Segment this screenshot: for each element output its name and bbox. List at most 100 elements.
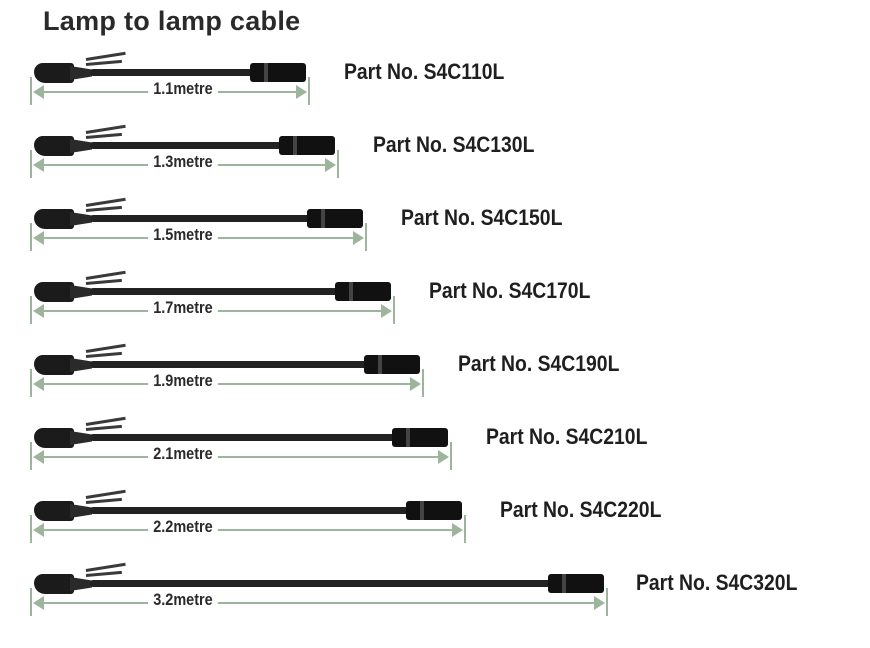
- dimension-tick: [393, 296, 395, 324]
- dimension-line: [40, 456, 440, 458]
- socket-ring: [562, 574, 566, 593]
- cable-illustration: [30, 562, 606, 605]
- arrow-right-icon: [452, 523, 463, 537]
- dimension-tick: [30, 515, 32, 543]
- cable-row: 2.1metre Part No. S4C210L: [0, 416, 870, 491]
- cable-illustration: [30, 51, 308, 94]
- dimension-tick: [337, 150, 339, 178]
- cable-row: 3.2metre Part No. S4C320L: [0, 562, 870, 637]
- arrow-left-icon: [33, 231, 44, 245]
- cable-length-label: 1.3metre: [148, 152, 218, 172]
- cable-row: 1.5metre Part No. S4C150L: [0, 197, 870, 272]
- arrow-right-icon: [438, 450, 449, 464]
- plug-connector: [34, 63, 74, 83]
- cable-illustration: [30, 489, 464, 532]
- cable-row: 2.2metre Part No. S4C220L: [0, 489, 870, 564]
- socket-ring: [349, 282, 353, 301]
- arrow-right-icon: [594, 596, 605, 610]
- cable-wire: [90, 434, 400, 441]
- cable-illustration: [30, 270, 393, 313]
- socket-ring: [420, 501, 424, 520]
- dimension-indicator: 2.1metre: [30, 442, 454, 472]
- part-number-label: Part No. S4C170L: [429, 278, 591, 303]
- dimension-indicator: 1.5metre: [30, 223, 369, 253]
- arrow-left-icon: [33, 304, 44, 318]
- dimension-tick: [30, 223, 32, 251]
- part-number-label: Part No. S4C220L: [500, 497, 662, 522]
- socket-ring: [264, 63, 268, 82]
- dimension-tick: [30, 296, 32, 324]
- dimension-tick: [606, 588, 608, 616]
- cable-illustration: [30, 416, 450, 459]
- plug-neck: [70, 431, 92, 445]
- cable-row: 1.7metre Part No. S4C170L: [0, 270, 870, 345]
- arrow-left-icon: [33, 450, 44, 464]
- dimension-indicator: 1.7metre: [30, 296, 397, 326]
- part-number-label: Part No. S4C210L: [486, 424, 648, 449]
- cable-row: 1.9metre Part No. S4C190L: [0, 343, 870, 418]
- cable-row: 1.1metre Part No. S4C110L: [0, 51, 870, 126]
- plug-prong: [85, 205, 122, 212]
- plug-neck: [70, 66, 92, 80]
- dimension-line: [40, 383, 412, 385]
- arrow-right-icon: [325, 158, 336, 172]
- dimension-tick: [30, 588, 32, 616]
- cable-length-label: 2.2metre: [148, 517, 218, 537]
- cable-wire: [90, 507, 414, 514]
- cable-wire: [90, 288, 343, 295]
- cable-length-label: 1.5metre: [148, 225, 218, 245]
- cable-wire: [90, 69, 258, 76]
- socket-ring: [406, 428, 410, 447]
- plug-connector: [34, 136, 74, 156]
- dimension-tick: [464, 515, 466, 543]
- plug-connector: [34, 428, 74, 448]
- plug-prong: [85, 351, 122, 358]
- dimension-indicator: 3.2metre: [30, 588, 610, 618]
- plug-neck: [70, 212, 92, 226]
- socket-ring: [321, 209, 325, 228]
- plug-connector: [34, 574, 74, 594]
- plug-connector: [34, 282, 74, 302]
- arrow-left-icon: [33, 523, 44, 537]
- cable-wire: [90, 142, 287, 149]
- cable-row: 1.3metre Part No. S4C130L: [0, 124, 870, 199]
- plug-prong: [85, 570, 122, 577]
- arrow-left-icon: [33, 377, 44, 391]
- cable-wire: [90, 215, 315, 222]
- cable-length-label: 1.7metre: [148, 298, 218, 318]
- dimension-indicator: 1.1metre: [30, 77, 312, 107]
- plug-neck: [70, 358, 92, 372]
- dimension-indicator: 1.3metre: [30, 150, 341, 180]
- cable-illustration: [30, 124, 337, 167]
- plug-connector: [34, 355, 74, 375]
- part-number-label: Part No. S4C190L: [458, 351, 620, 376]
- dimension-line: [40, 602, 596, 604]
- cable-length-label: 1.9metre: [148, 371, 218, 391]
- dimension-tick: [30, 369, 32, 397]
- dimension-tick: [365, 223, 367, 251]
- dimension-tick: [422, 369, 424, 397]
- cable-length-label: 2.1metre: [148, 444, 218, 464]
- arrow-left-icon: [33, 158, 44, 172]
- arrow-left-icon: [33, 85, 44, 99]
- arrow-right-icon: [296, 85, 307, 99]
- dimension-indicator: 1.9metre: [30, 369, 426, 399]
- plug-prong: [85, 424, 122, 431]
- cable-wire: [90, 361, 372, 368]
- plug-prong: [85, 59, 122, 66]
- dimension-tick: [30, 442, 32, 470]
- dimension-tick: [30, 150, 32, 178]
- plug-neck: [70, 504, 92, 518]
- cable-illustration: [30, 197, 365, 240]
- plug-prong: [85, 497, 122, 504]
- plug-neck: [70, 139, 92, 153]
- socket-ring: [293, 136, 297, 155]
- dimension-indicator: 2.2metre: [30, 515, 468, 545]
- dimension-tick: [308, 77, 310, 105]
- plug-neck: [70, 285, 92, 299]
- part-number-label: Part No. S4C130L: [373, 132, 535, 157]
- plug-connector: [34, 209, 74, 229]
- cable-length-label: 1.1metre: [148, 79, 218, 99]
- part-number-label: Part No. S4C320L: [636, 570, 798, 595]
- cable-wire: [90, 580, 556, 587]
